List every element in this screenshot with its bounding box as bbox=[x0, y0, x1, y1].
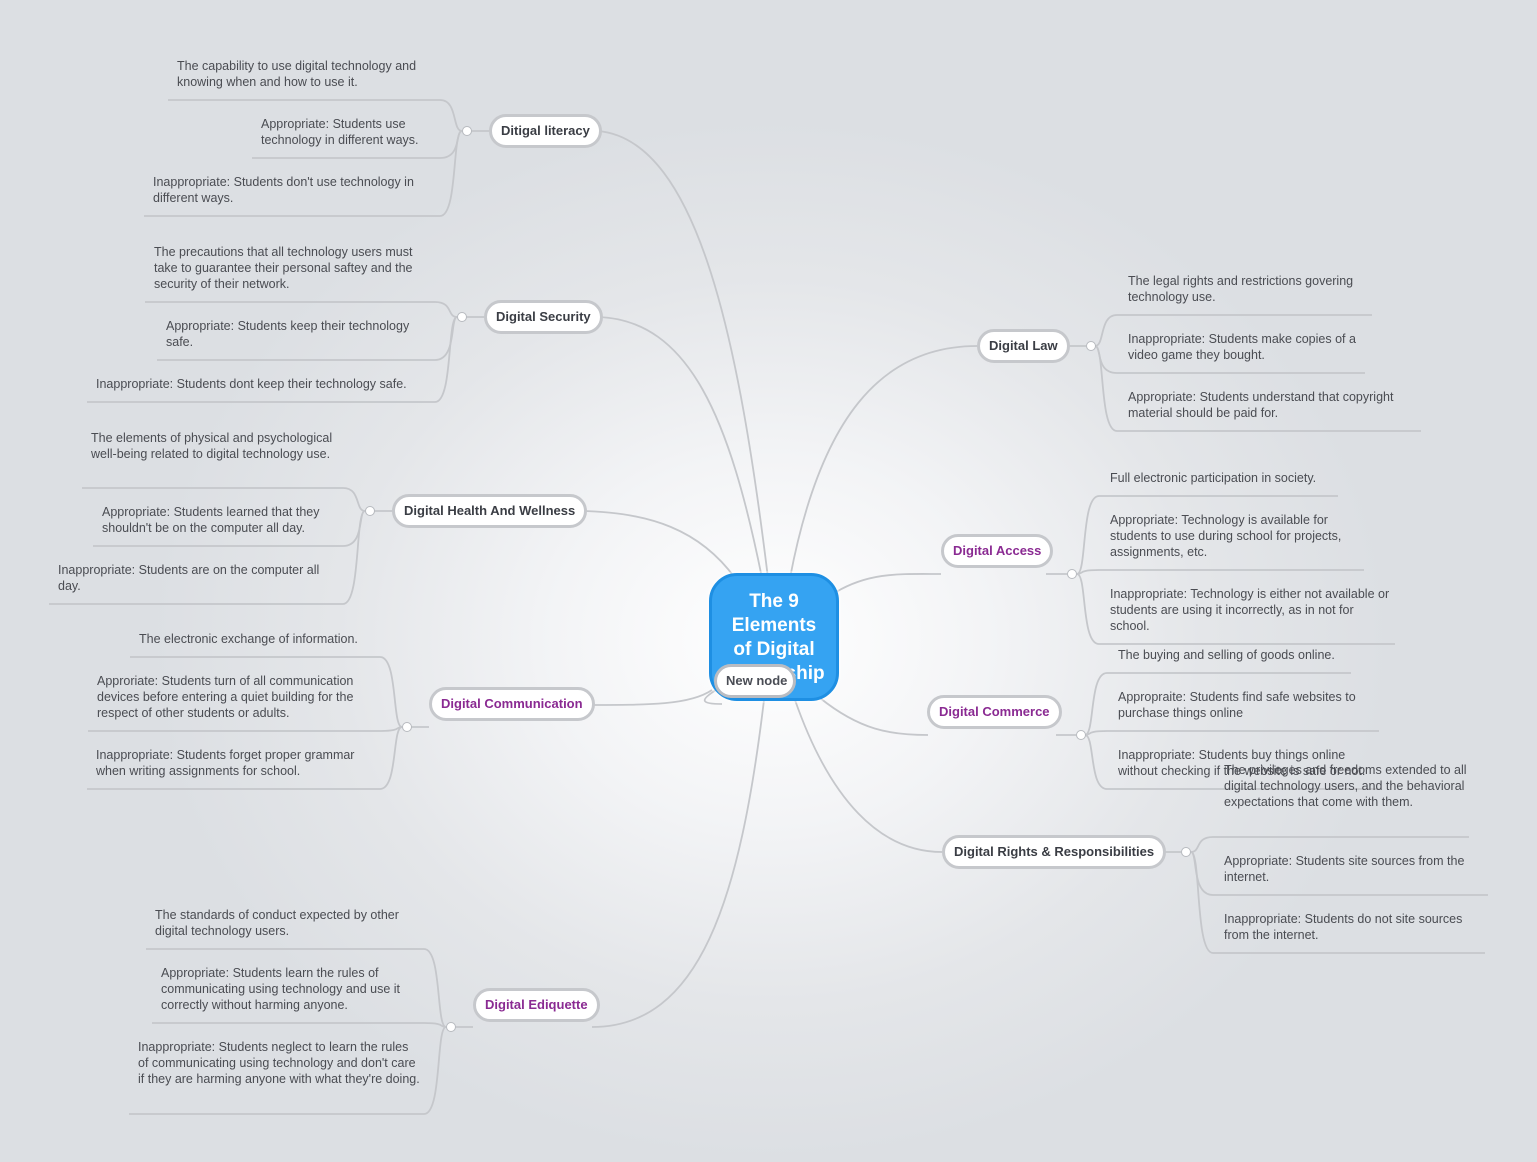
topic-digital-communication[interactable]: Digital Communication bbox=[429, 687, 595, 721]
topic-label: Digital Health And Wellness bbox=[404, 503, 576, 518]
subtopic[interactable]: The capability to use digital technology… bbox=[177, 59, 417, 89]
branch-hub[interactable] bbox=[1067, 569, 1077, 579]
new-node[interactable]: New node bbox=[714, 664, 796, 698]
branch-hub[interactable] bbox=[462, 126, 472, 136]
topic-digital-rights-responsibilities[interactable]: Digital Rights & Responsibilities bbox=[942, 835, 1167, 869]
topic-label: Digital Security bbox=[496, 309, 591, 324]
topic-label: Digital Commerce bbox=[939, 704, 1050, 719]
topic-label: Digital Rights & Responsibilities bbox=[954, 844, 1155, 859]
subtopic[interactable]: The standards of conduct expected by oth… bbox=[155, 908, 399, 938]
topic-label: Digital Ediquette bbox=[485, 997, 588, 1012]
link-root-ediquette bbox=[591, 699, 765, 1028]
topic-digital-law[interactable]: Digital Law bbox=[977, 329, 1070, 363]
link-root-rights bbox=[794, 699, 943, 853]
subtopic[interactable]: Inappropriate: Students are on the compu… bbox=[58, 563, 320, 593]
subtopic[interactable]: Inappropriate: Students forget proper gr… bbox=[96, 748, 355, 778]
topic-digital-ediquette[interactable]: Digital Ediquette bbox=[473, 988, 600, 1022]
subtopic[interactable]: The precautions that all technology user… bbox=[154, 245, 413, 291]
subtopic[interactable]: The legal rights and restrictions goveri… bbox=[1128, 274, 1354, 304]
topic-label: Digital Law bbox=[989, 338, 1058, 353]
topic-digital-security[interactable]: Digital Security bbox=[484, 300, 603, 334]
subtopic[interactable]: Appropriate: Students learned that they … bbox=[102, 505, 320, 535]
link-root-health bbox=[579, 510, 736, 579]
subtopic[interactable]: The privileges and freedoms extended to … bbox=[1224, 763, 1467, 809]
subtopic[interactable]: The electronic exchange of information. bbox=[139, 632, 358, 646]
subtopic[interactable]: Inappropriate: Students don't use techno… bbox=[153, 175, 414, 205]
topic-label: Ditigal literacy bbox=[501, 123, 590, 138]
subtopic[interactable]: Inappropriate: Students make copies of a… bbox=[1128, 332, 1356, 362]
branch-hub[interactable] bbox=[446, 1022, 456, 1032]
branch-hub[interactable] bbox=[402, 722, 412, 732]
link-root-literacy bbox=[597, 130, 769, 579]
branch-hub[interactable] bbox=[1181, 847, 1191, 857]
link-root-communication bbox=[585, 689, 713, 706]
subtopic[interactable]: Inappropriate: Technology is either not … bbox=[1110, 587, 1390, 633]
subtopic[interactable]: The buying and selling of goods online. bbox=[1118, 648, 1335, 662]
branch-hub[interactable] bbox=[457, 312, 467, 322]
subtopic[interactable]: Inappropriate: Students neglect to learn… bbox=[138, 1040, 420, 1086]
subtopic[interactable]: Appropraite: Students find safe websites… bbox=[1118, 690, 1356, 720]
branch-hub[interactable] bbox=[1076, 730, 1086, 740]
subtopic[interactable]: Appropriate: Technology is available for… bbox=[1110, 513, 1342, 559]
subtopic[interactable]: Appropriate: Students learn the rules of… bbox=[161, 966, 401, 1012]
link-root-law bbox=[789, 345, 978, 579]
branch-hub[interactable] bbox=[365, 506, 375, 516]
link-root-access bbox=[835, 573, 942, 593]
subtopic[interactable]: Appropriate: Students keep their technol… bbox=[166, 319, 410, 349]
link-root-newnode bbox=[703, 689, 723, 705]
topic-label: Digital Communication bbox=[441, 696, 583, 711]
subtopic[interactable]: Appropriate: Students site sources from … bbox=[1224, 854, 1465, 884]
subtopic[interactable]: Inappropriate: Students buy things onlin… bbox=[1118, 748, 1366, 778]
topic-digital-access[interactable]: Digital Access bbox=[941, 534, 1054, 568]
subtopic[interactable]: Full electronic participation in society… bbox=[1110, 471, 1317, 485]
new-node-label: New node bbox=[726, 673, 788, 688]
topic-digital-health-and-wellness[interactable]: Digital Health And Wellness bbox=[392, 494, 588, 528]
branch-hub[interactable] bbox=[1086, 341, 1096, 351]
subtopic[interactable]: Approriate: Students turn of all communi… bbox=[97, 674, 354, 720]
topic-digital-commerce[interactable]: Digital Commerce bbox=[927, 695, 1062, 729]
topic-digital-literacy[interactable]: Ditigal literacy bbox=[489, 114, 602, 148]
link-root-security bbox=[597, 316, 763, 579]
topic-label: Digital Access bbox=[953, 543, 1042, 558]
link-root-commerce bbox=[819, 697, 929, 736]
subtopic[interactable]: Inappropriate: Students dont keep their … bbox=[96, 377, 407, 391]
subtopic[interactable]: The elements of physical and psychologic… bbox=[91, 431, 333, 461]
subtopic[interactable]: Appropriate: Students understand that co… bbox=[1128, 390, 1394, 420]
subtopic[interactable]: Appropriate: Students use technology in … bbox=[261, 117, 419, 147]
subtopic[interactable]: Inappropriate: Students do not site sour… bbox=[1224, 912, 1463, 942]
